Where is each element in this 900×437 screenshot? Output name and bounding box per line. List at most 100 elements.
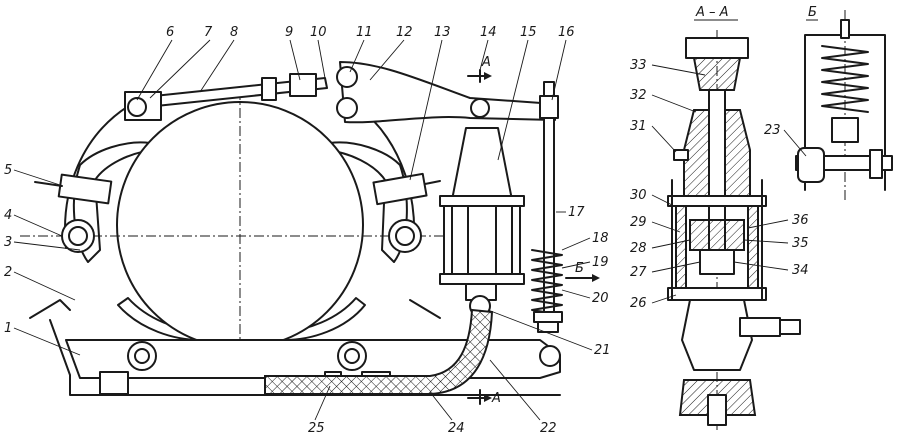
callout-28: 28 [630,241,647,256]
section-a-a-view [667,30,801,430]
operating-lever [339,61,556,124]
left-adjust-bolt [34,181,63,187]
tie-rod-nut [261,77,277,101]
spring-lower-cup [533,311,563,323]
callout-8: 8 [230,25,238,40]
base-left-pin-inner [134,348,150,364]
leader-15 [497,39,529,161]
side-port-fitting [779,319,801,335]
callout-18: 18 [592,231,609,246]
leader-30 [651,194,673,206]
side-port [739,317,781,337]
leader-25 [314,385,331,421]
bottom-pin [707,394,727,426]
spring-seat [831,117,859,143]
leader-lines [13,39,807,421]
callout-31: 31 [630,119,647,134]
section-b-arrow-label: Б [575,261,584,276]
leader-14 [479,39,489,71]
tie-rod-left-pin [127,97,147,117]
callout-7: 7 [204,25,213,40]
callout-6: 6 [166,25,174,40]
leader-18 [561,237,591,251]
leader-12 [369,39,405,81]
base-frame [65,339,561,379]
section-b-spring [821,45,869,113]
callout-16: 16 [558,25,575,40]
side-bolt [673,149,689,161]
top-eye-section [692,57,742,91]
section-b-title: Б [808,5,817,20]
base-right-pin-inner [344,348,360,364]
left-shoe-pin-inner [68,226,88,246]
lever-lower-pin [336,97,358,119]
callout-22: 22 [540,421,557,436]
leader-20 [561,289,591,299]
callout-14: 14 [480,25,497,40]
leader-16 [551,39,567,101]
leader-31 [651,125,677,153]
leader-11 [349,39,365,73]
spring-lower-nut [537,321,559,333]
tie-rod-spring-cup [289,73,317,97]
callout-26: 26 [630,296,647,311]
leader-23 [783,129,807,157]
callout-2: 2 [4,265,12,280]
section-a-top-arrowhead [484,72,492,80]
base-rod-pin [539,345,561,367]
leader-8 [199,39,235,93]
callout-3: 3 [4,235,12,250]
leader-7 [149,39,211,99]
lever-pusher-pin [470,98,490,118]
right-stop-screw [409,299,441,319]
callout-20: 20 [592,291,609,306]
cylinder-wall-left [675,205,687,291]
right-adjust-bracket [372,172,428,206]
lower-body [681,299,753,371]
cylinder-top-flange [667,195,767,207]
section-a-a-title: А – А [695,5,729,20]
thruster-cylinder [443,199,521,281]
thruster-top-flange [439,195,525,207]
leader-28 [651,239,691,249]
bracket-top-stud [840,19,850,39]
section-a-bottom-arrowhead [484,394,492,402]
leader-9 [289,39,301,81]
cross-pin-nut [869,149,883,179]
callout-21: 21 [594,343,611,358]
leader-1 [13,327,81,356]
callout-4: 4 [4,208,12,223]
callout-24: 24 [448,421,465,436]
callout-15: 15 [520,25,537,40]
leader-6 [136,39,173,101]
section-a-bottom-label: А [491,391,501,406]
leader-21 [487,309,593,351]
callout-25: 25 [308,421,325,436]
main-view [20,61,600,405]
thruster-bottom-flange [439,273,525,285]
leader-13 [409,39,443,181]
leader-5 [13,169,61,186]
pull-rod-top-nut [539,95,559,119]
callout-5: 5 [4,163,12,178]
left-adjust-bracket [57,173,113,205]
leader-10 [317,39,326,79]
callout-32: 32 [630,88,647,103]
callout-10: 10 [310,25,327,40]
leader-19 [561,261,591,269]
leader-35 [743,239,789,244]
leader-29 [651,221,681,233]
callout-30: 30 [630,188,647,203]
callout-12: 12 [396,25,413,40]
callout-9: 9 [285,25,293,40]
leader-27 [651,261,701,273]
callout-23: 23 [764,123,781,138]
callout-27: 27 [630,265,647,280]
leader-2 [13,271,76,301]
hydraulic-hose [264,308,494,395]
leader-24 [429,391,453,421]
leader-3 [13,241,81,251]
labels: А – А Б А А Б 6 7 8 9 10 11 12 13 14 15 … [4,5,818,436]
